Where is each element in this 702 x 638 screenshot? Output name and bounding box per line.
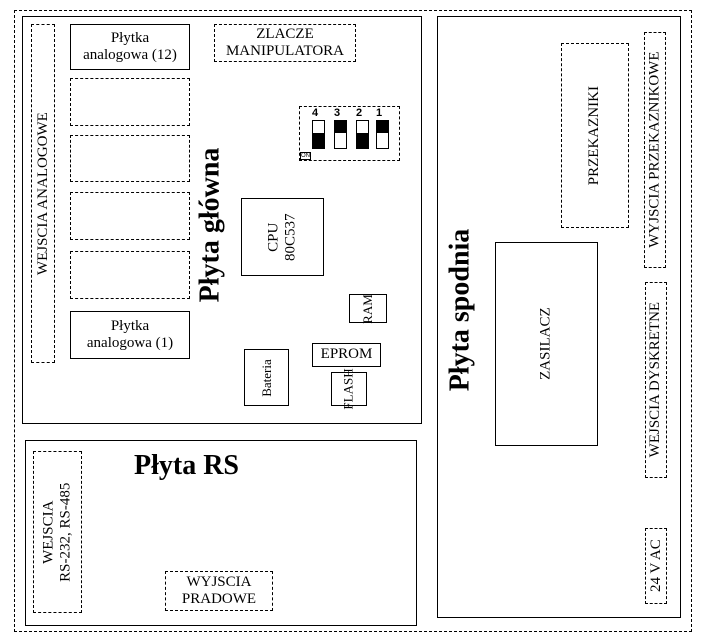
rs-board [25,440,417,626]
power-supply-label: ZASILACZ [537,307,554,381]
relay-outputs-label-wrap: WYJSCIA PRZEKAZNIKOWE [644,32,666,268]
power-supply-label-wrap: ZASILACZ [495,242,598,446]
dip-switch-number: 1 [376,107,383,119]
main-board [22,16,422,424]
rs-inputs-strip [33,451,82,613]
analog-inputs-label: WEJSCIA ANALOGOWE [34,112,51,275]
analog-card-slot [70,78,190,126]
cpu-label-wrap: CPU 80C537 [241,198,324,276]
dip-switch-on-label: ON [300,152,311,160]
analog-card-12-line2: analogowa (12) [83,47,177,63]
analog-card-1-line1: Płytka [110,317,150,334]
enclosure-outline [14,10,692,632]
main-board-title-wrap: Płyta główna [190,110,230,340]
current-outputs: WYJSCIA PRADOWE [165,571,273,611]
rs-inputs-line2: RS-232, RS-485 [57,482,74,582]
ram-label-wrap: RAM [349,293,387,324]
power-input-label: 24 V AC [647,539,664,593]
bottom-board-title-wrap: Płyta spodnia [440,200,480,420]
rs-inputs-label-wrap: WEJSCIA RS-232, RS-485 [33,451,82,613]
analog-card-12-line1: Płytka [110,29,150,46]
dip-switch-lever-4 [312,120,325,149]
dip-switch-lever-3 [334,120,347,149]
discrete-inputs-label-wrap: WEJSCIA DYSKRETNE [645,282,667,478]
relay-outputs-label: WYJSCIA PRZEKAZNIKOWE [646,51,663,249]
dip-switch-number: 3 [334,107,341,119]
rs-inputs-label: WEJSCIA RS-232, RS-485 [40,482,75,581]
battery [244,349,289,406]
current-outputs-line1: WYJSCIA [186,573,252,590]
analog-card-slot [70,251,190,299]
bottom-board [437,16,681,618]
main-board-title: Płyta główna [194,147,225,303]
relays-block [561,43,629,228]
manipulator-connector-line2: MANIPULATORA [225,43,345,59]
dip-switch-number: 4 [312,107,319,119]
discrete-inputs-label: WEJSCIA DYSKRETNE [647,302,664,458]
battery-label-wrap: Bateria [244,349,289,406]
analog-card-12: Płytka analogowa (12) [70,24,190,70]
dip-switch: 4 3 2 1 ON [299,106,400,161]
current-outputs-line2: PRADOWE [181,591,257,607]
rs-inputs-line1: WEJSCIA [40,500,57,564]
manipulator-connector-line1: ZLACZE [256,25,314,42]
dip-switch-number: 2 [356,107,363,119]
cpu-label-line2: 80C537 [282,213,299,261]
ram-chip [349,294,387,323]
analog-card-slot [70,192,190,240]
flash-label-wrap: FLASH [331,368,367,409]
cpu-label-line1: CPU [265,222,282,252]
analog-inputs-strip [31,24,55,363]
relays-label-wrap: PRZEKAZNIKI [561,43,629,228]
ram-label: RAM [360,293,375,324]
eprom-label: EPROM [320,346,373,363]
power-input-strip [645,528,667,604]
eprom-chip: EPROM [312,343,381,367]
manipulator-connector: ZLACZE MANIPULATORA [214,24,356,62]
power-supply [495,242,598,446]
discrete-inputs-strip [645,282,667,478]
analog-card-1-line2: analogowa (1) [86,335,174,351]
dip-switch-lever-1 [376,120,389,149]
relays-label: PRZEKAZNIKI [586,85,603,186]
analog-inputs-label-wrap: WEJSCIA ANALOGOWE [31,24,55,363]
relay-outputs-strip [644,32,666,268]
cpu-chip [241,198,324,276]
battery-label: Bateria [258,358,274,397]
rs-board-title: Płyta RS [134,450,239,481]
analog-card-1: Płytka analogowa (1) [70,311,190,359]
cpu-label: CPU 80C537 [265,213,300,261]
analog-card-slot [70,135,190,182]
flash-label: FLASH [341,368,356,410]
power-input-label-wrap: 24 V AC [645,528,667,604]
bottom-board-title: Płyta spodnia [444,228,476,392]
flash-chip [331,372,367,406]
dip-switch-lever-2 [356,120,369,149]
